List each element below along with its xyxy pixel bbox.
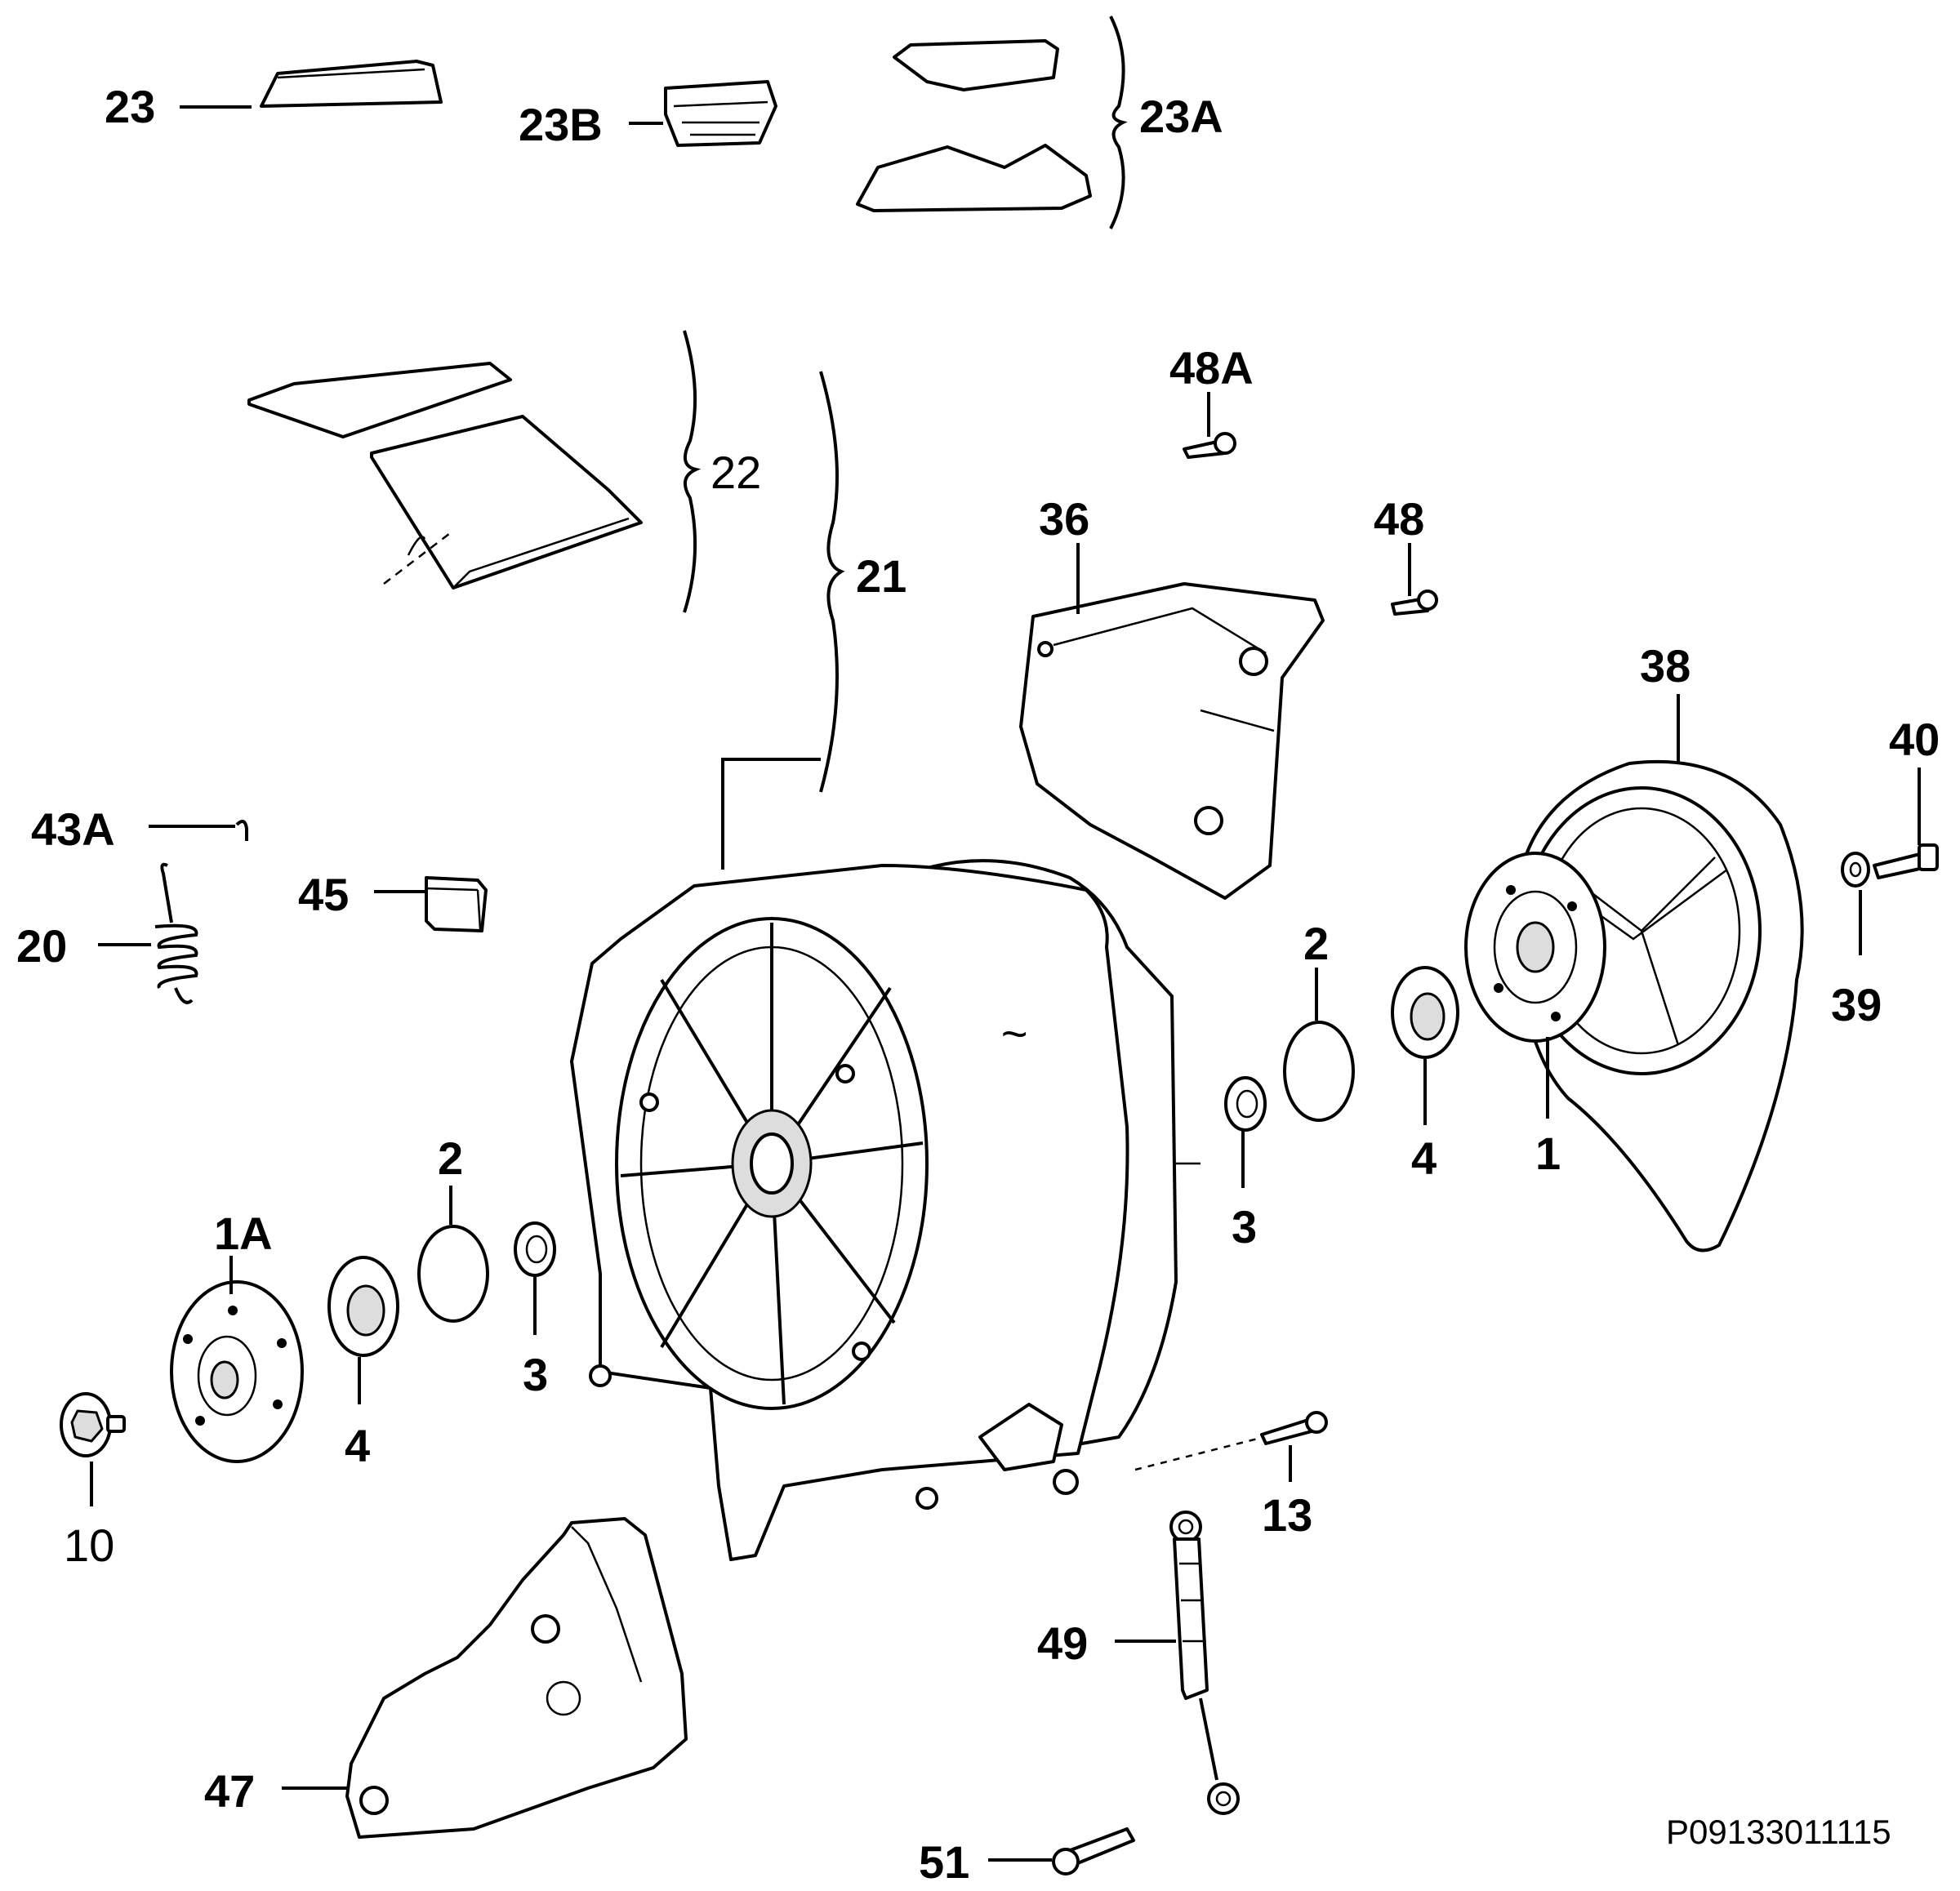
part-48-screw — [1391, 590, 1438, 616]
part-36-counterweight — [1019, 582, 1325, 900]
label-13: 13 — [1262, 1489, 1312, 1541]
label-1A: 1A — [214, 1208, 273, 1259]
part-2-oring-right — [1283, 1021, 1355, 1122]
part-23B — [664, 80, 777, 147]
part-20-spring — [154, 862, 198, 1004]
brace-21 — [819, 371, 845, 793]
label-48: 48 — [1374, 493, 1424, 545]
part-23A — [856, 39, 1092, 212]
tub-logo-marking: ~ — [1000, 1008, 1027, 1059]
label-47: 47 — [204, 1765, 255, 1817]
label-2-right: 2 — [1303, 918, 1329, 969]
label-4-right: 4 — [1411, 1132, 1437, 1184]
label-20: 20 — [16, 920, 67, 972]
label-3-left: 3 — [523, 1349, 548, 1400]
label-39: 39 — [1831, 979, 1882, 1030]
label-40: 40 — [1889, 714, 1940, 765]
part-47-counterweight — [345, 1517, 688, 1839]
label-3-right: 3 — [1232, 1201, 1257, 1253]
part-4-bearing-left — [327, 1256, 399, 1357]
part-13-bolt — [1260, 1411, 1328, 1445]
label-23B: 23B — [519, 99, 603, 150]
label-38: 38 — [1640, 640, 1690, 692]
part-10-nut — [60, 1392, 126, 1457]
part-21-tub: ~ — [570, 859, 1200, 1561]
leader-21 — [721, 758, 821, 870]
brace-23A — [1109, 16, 1128, 229]
label-22: 22 — [710, 447, 761, 498]
brace-22 — [683, 330, 702, 613]
part-49-shock-absorber — [1169, 1511, 1240, 1815]
label-23A: 23A — [1139, 91, 1223, 142]
part-51-pin — [1052, 1827, 1135, 1875]
label-45: 45 — [298, 869, 349, 920]
label-43A: 43A — [31, 803, 115, 855]
label-51: 51 — [919, 1836, 969, 1888]
label-10: 10 — [64, 1519, 114, 1571]
label-23: 23 — [105, 81, 155, 132]
part-22 — [247, 362, 643, 590]
part-40-bolt — [1873, 843, 1939, 879]
label-4-left: 4 — [345, 1420, 370, 1471]
label-21: 21 — [856, 550, 906, 602]
part-45-block — [425, 876, 488, 932]
leader-13-dashed — [1134, 1437, 1258, 1471]
label-36: 36 — [1039, 493, 1089, 545]
part-1A-flange — [170, 1280, 304, 1463]
part-23 — [260, 60, 443, 108]
part-4-bearing-right — [1391, 966, 1459, 1059]
label-49: 49 — [1037, 1617, 1088, 1669]
diagram-code: P09133011115 — [1666, 1813, 1891, 1851]
part-3-seal-right — [1224, 1076, 1267, 1132]
label-2-left: 2 — [438, 1132, 463, 1184]
part-1-flange — [1464, 852, 1606, 1043]
label-48A: 48A — [1169, 342, 1254, 394]
part-2-oring-left — [417, 1225, 489, 1323]
part-39-washer — [1841, 852, 1870, 888]
label-1: 1 — [1535, 1128, 1561, 1179]
part-3-seal-left — [514, 1221, 556, 1277]
part-48A-screw — [1183, 432, 1236, 459]
part-43A-hook — [235, 820, 248, 841]
